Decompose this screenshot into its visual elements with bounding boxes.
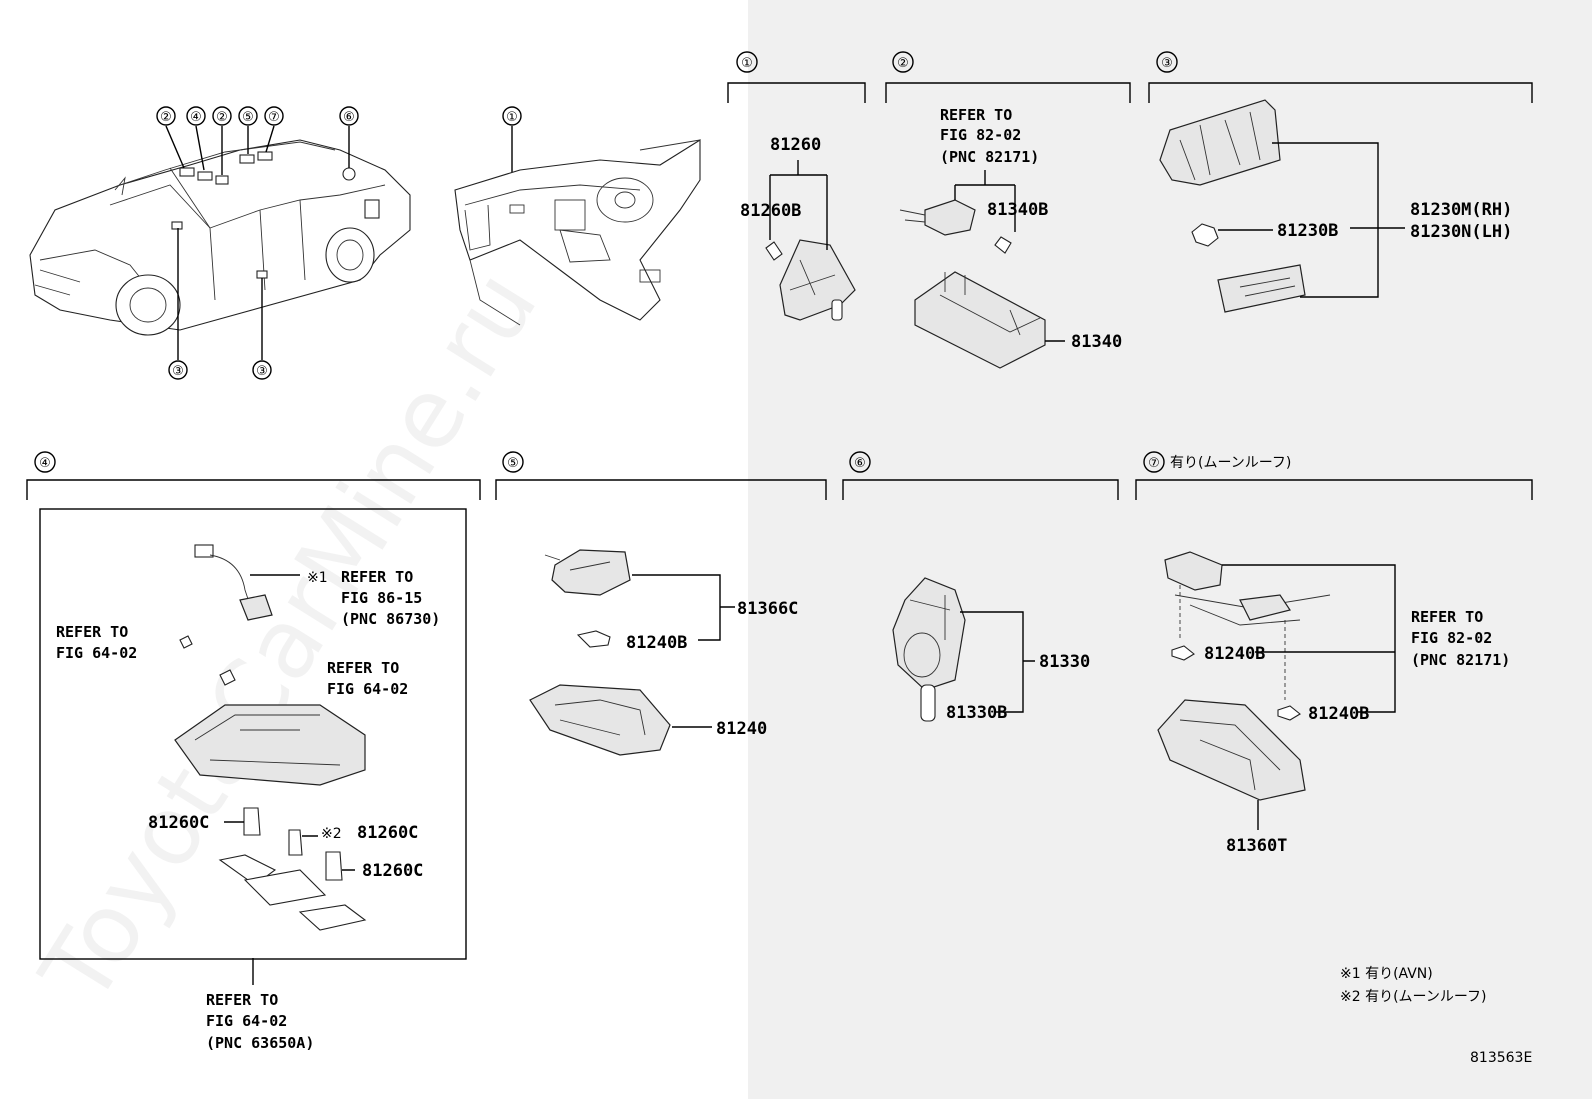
part-number-81340B: 81340B xyxy=(987,200,1048,220)
callout-3-door-rear: ③ xyxy=(256,364,268,379)
part-number-81230N: 81230N(LH) xyxy=(1410,222,1512,242)
refer-to-86-15-line1: REFER TO xyxy=(341,568,413,586)
footnote-2: ※2 有り(ムーンルーフ) xyxy=(1340,989,1486,1005)
part-number-81230M: 81230M(RH) xyxy=(1410,200,1512,220)
section-4-parts xyxy=(174,544,367,985)
refer-to-s7-line2: FIG 82-02 xyxy=(1411,629,1492,647)
section-6-label: ⑥ xyxy=(854,456,866,471)
callout-4: ④ xyxy=(190,110,202,125)
note-mark-2: ※2 xyxy=(321,826,342,842)
section-1-parts xyxy=(765,160,856,321)
car-callouts: ② ④ ② ⑤ ⑦ ⑥ ③ ③ ① xyxy=(156,106,522,380)
part-number-81260B: 81260B xyxy=(740,201,801,221)
dashboard-illustration xyxy=(454,139,701,326)
refer-to-s2-line2: FIG 82-02 xyxy=(940,126,1021,144)
part-number-81260: 81260 xyxy=(770,135,821,155)
car-overview-illustration xyxy=(29,139,411,336)
section-7-condition: 有り(ムーンルーフ) xyxy=(1170,455,1291,471)
refer-to-s2-line1: REFER TO xyxy=(940,106,1012,124)
callout-2-roof: ② xyxy=(160,110,172,125)
part-number-81330: 81330 xyxy=(1039,652,1090,672)
refer-to-86-15-line2: FIG 86-15 xyxy=(341,589,422,607)
section-1-label: ① xyxy=(741,56,753,71)
shaded-panel xyxy=(748,0,1592,1099)
part-number-81240: 81240 xyxy=(716,719,767,739)
refer-to-63650A-line1: REFER TO xyxy=(206,991,278,1009)
callout-7: ⑦ xyxy=(268,110,280,125)
callout-1-dash: ① xyxy=(506,110,518,125)
refer-to-64-02-left-line2: FIG 64-02 xyxy=(56,644,137,662)
refer-to-s7-line3: (PNC 82171) xyxy=(1411,651,1510,669)
refer-to-63650A-line3: (PNC 63650A) xyxy=(206,1034,314,1052)
callout-6: ⑥ xyxy=(343,110,355,125)
part-number-81240B-s7-b: 81240B xyxy=(1308,704,1369,724)
part-number-81260C-a: 81260C xyxy=(148,813,209,833)
callout-3-door-front: ③ xyxy=(172,364,184,379)
refer-to-64-02-right-line2: FIG 64-02 xyxy=(327,680,408,698)
section-2-parts xyxy=(899,170,1065,369)
section-2-label: ② xyxy=(897,56,909,71)
footnote-1: ※1 有り(AVN) xyxy=(1340,966,1433,982)
section-7-label: ⑦ xyxy=(1148,456,1160,471)
section-5-parts xyxy=(529,549,735,756)
refer-to-s7-line1: REFER TO xyxy=(1411,608,1483,626)
part-number-81330B: 81330B xyxy=(946,703,1007,723)
note-mark-1: ※1 xyxy=(307,570,328,586)
part-number-81230B: 81230B xyxy=(1277,221,1338,241)
section-3-parts xyxy=(1159,99,1405,313)
refer-to-64-02-left-line1: REFER TO xyxy=(56,623,128,641)
part-number-81366C: 81366C xyxy=(737,599,798,619)
refer-to-63650A-line2: FIG 64-02 xyxy=(206,1012,287,1030)
callout-5: ⑤ xyxy=(242,110,254,125)
part-number-81240B-s7-a: 81240B xyxy=(1204,644,1265,664)
part-number-81360T: 81360T xyxy=(1226,836,1287,856)
part-number-81260C-b: 81260C xyxy=(357,823,418,843)
refer-to-s2-line3: (PNC 82171) xyxy=(940,148,1039,166)
section-brackets xyxy=(26,82,1533,500)
callout-2-roof-b: ② xyxy=(216,110,228,125)
section-7-parts xyxy=(1157,551,1396,830)
section-6-parts xyxy=(892,577,1035,722)
part-number-81260C-c: 81260C xyxy=(362,861,423,881)
section-3-label: ③ xyxy=(1161,56,1173,71)
figure-id: 813563E xyxy=(1470,1050,1532,1066)
refer-to-64-02-right-line1: REFER TO xyxy=(327,659,399,677)
part-number-81340: 81340 xyxy=(1071,332,1122,352)
section-5-label: ⑤ xyxy=(507,456,519,471)
section-headers: ① ② ③ ④ ⑤ ⑥ ⑦ 有り(ムーンルーフ) xyxy=(34,51,1291,473)
refer-to-86-15-line3: (PNC 86730) xyxy=(341,610,440,628)
section-4-label: ④ xyxy=(39,456,51,471)
part-number-81240B-s5: 81240B xyxy=(626,633,687,653)
